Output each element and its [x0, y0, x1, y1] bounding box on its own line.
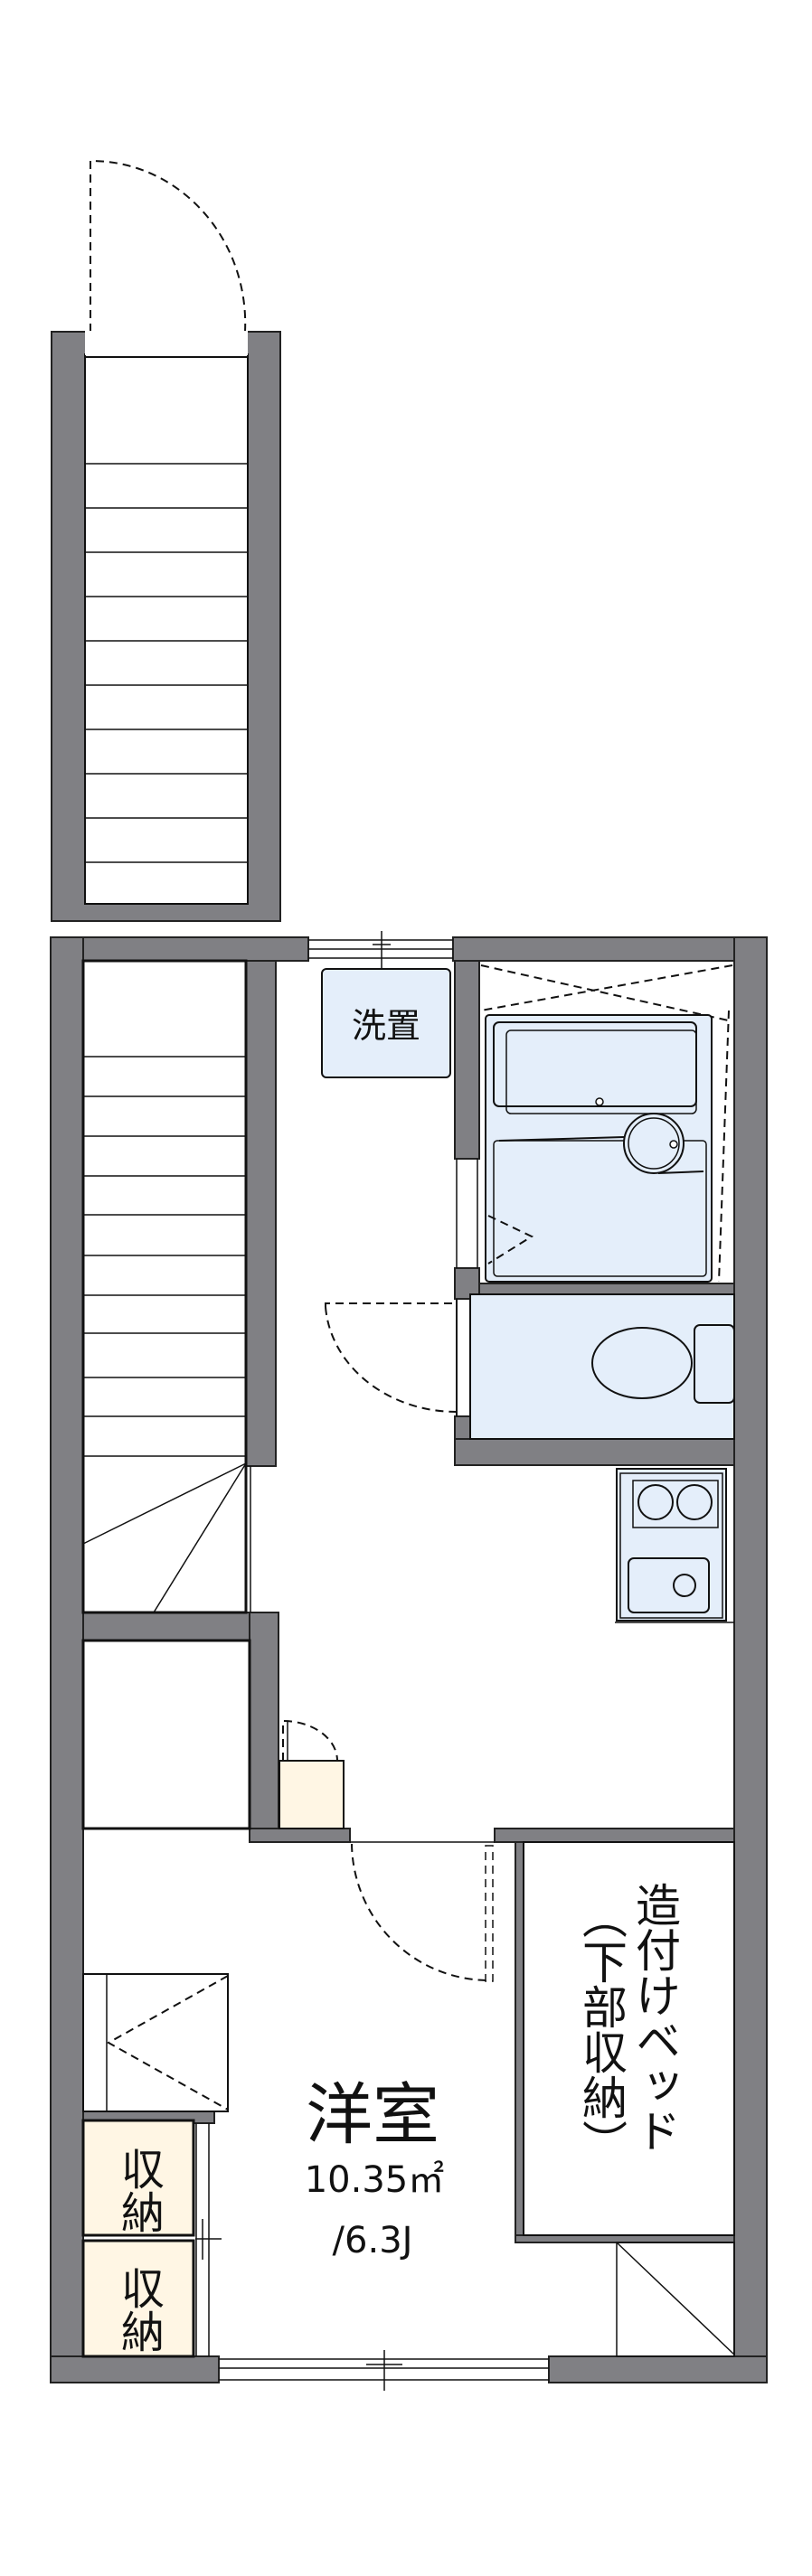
- washer-label: 洗置: [352, 1006, 420, 1046]
- stair-treads: [85, 463, 248, 863]
- western-room: 洋室 10.35㎡ /6.3J: [305, 2076, 445, 2261]
- bottom-window: [219, 2350, 549, 2391]
- basin-icon: [623, 1113, 685, 1174]
- room-area-label: 10.35㎡: [305, 2159, 445, 2201]
- toilet-bowl-icon: [591, 1327, 693, 1399]
- entry-door-swing: [90, 159, 247, 333]
- bath-window: [456, 1159, 478, 1268]
- storage-closet-2: 収納: [81, 2239, 195, 2358]
- bed-title-label: 造付けベッド: [628, 1882, 681, 2153]
- storage-closet-1: 収納: [81, 2119, 195, 2237]
- kitchen: [615, 1468, 734, 1623]
- washer-space: 洗置: [321, 968, 451, 1078]
- burner-icon: [676, 1484, 713, 1520]
- left-cabinet: [82, 1973, 229, 2112]
- burner-icon: [637, 1484, 674, 1520]
- bed-note-label: （下部収納）: [575, 1894, 628, 2165]
- toilet-room: [325, 1293, 735, 1440]
- bathroom: [480, 964, 733, 1283]
- room-door: [350, 1841, 495, 1982]
- main-stairs: [81, 959, 251, 1614]
- storage-label-2: 収納: [113, 2266, 164, 2353]
- shoe-cabinet: [279, 1719, 345, 1829]
- bath-drain-icon: [595, 1097, 604, 1106]
- lower-left-closet: [81, 1639, 251, 1830]
- storage-doors: [195, 2123, 222, 2356]
- built-in-bed: 造付けベッド （下部収納）: [523, 1841, 735, 2236]
- room-tatami-label: /6.3J: [333, 2220, 413, 2261]
- room-name-label: 洋室: [306, 2076, 439, 2154]
- sink-icon: [628, 1557, 710, 1613]
- corner-closet: [616, 2242, 735, 2357]
- top-window: [308, 931, 453, 969]
- storage-label-1: 収納: [113, 2147, 164, 2233]
- upper-stair-unit: [51, 159, 281, 922]
